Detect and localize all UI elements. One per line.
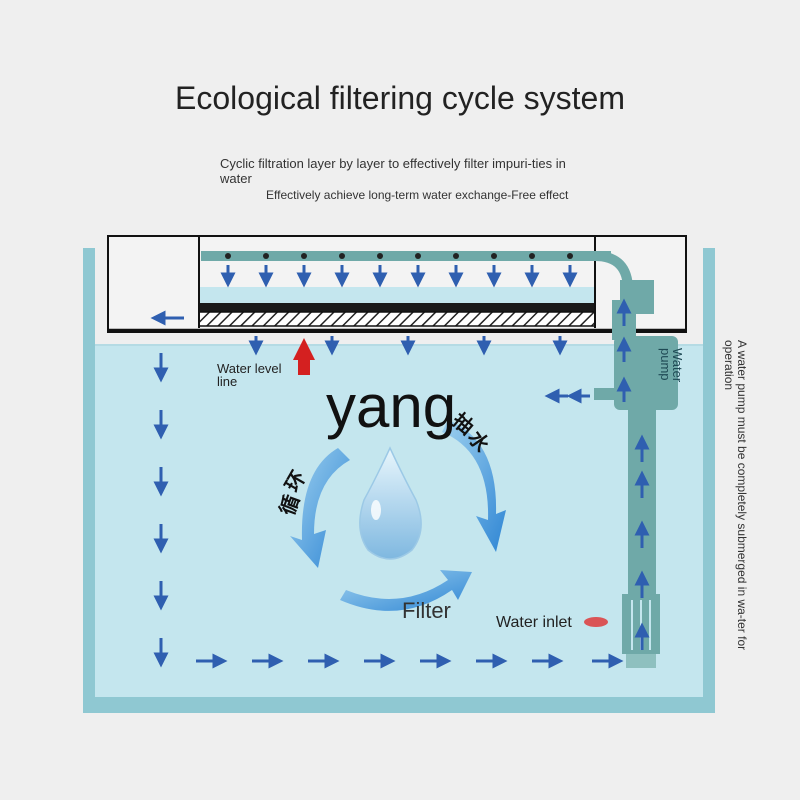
description-line-2: Effectively achieve long-term water exch… xyxy=(266,188,569,202)
swirl-arrow-right xyxy=(442,420,506,552)
filter-hatched-media xyxy=(198,311,596,327)
tank-left-wall xyxy=(83,248,95,712)
spray-hole xyxy=(339,253,345,259)
spray-hole xyxy=(301,253,307,259)
pump-outlet xyxy=(594,388,616,400)
filter-label: Filter xyxy=(402,598,451,623)
watermark-text: yang xyxy=(326,373,457,440)
swirl-arrow-left xyxy=(290,448,350,568)
filter-water-layer xyxy=(199,287,595,303)
water-level-label: Water level line xyxy=(217,361,282,389)
filter-black-layer xyxy=(199,303,595,312)
circulation-swirl xyxy=(290,420,506,611)
flow-arrows xyxy=(150,265,650,669)
swirl-arrow-bottom xyxy=(340,570,472,611)
pump-note: A water pump must be completely submerge… xyxy=(722,340,749,651)
top-filter-box xyxy=(107,235,687,333)
spray-hole xyxy=(225,253,231,259)
spray-hole xyxy=(415,253,421,259)
strainer-base xyxy=(626,654,656,668)
spray-hole xyxy=(453,253,459,259)
spray-hole xyxy=(529,253,535,259)
water-inlet-label: Water inlet xyxy=(496,614,572,631)
spray-pipe xyxy=(201,251,611,261)
spray-hole xyxy=(567,253,573,259)
pump-assembly xyxy=(201,251,678,668)
tank-right-wall xyxy=(703,248,715,712)
description-line-1: Cyclic filtration layer by layer to effe… xyxy=(220,156,566,186)
spray-hole xyxy=(263,253,269,259)
inlet-marker xyxy=(584,617,608,627)
spray-holes xyxy=(225,253,573,259)
water-pump-label: Water pump xyxy=(658,348,685,383)
tank-bottom xyxy=(83,697,715,713)
spray-hole xyxy=(377,253,383,259)
water-droplet-icon xyxy=(359,446,422,560)
red-up-arrow-icon xyxy=(293,338,315,375)
water-pump-body xyxy=(614,336,678,410)
page-title: Ecological filtering cycle system xyxy=(175,80,625,116)
spray-hole xyxy=(491,253,497,259)
vertical-pipe xyxy=(628,408,656,594)
